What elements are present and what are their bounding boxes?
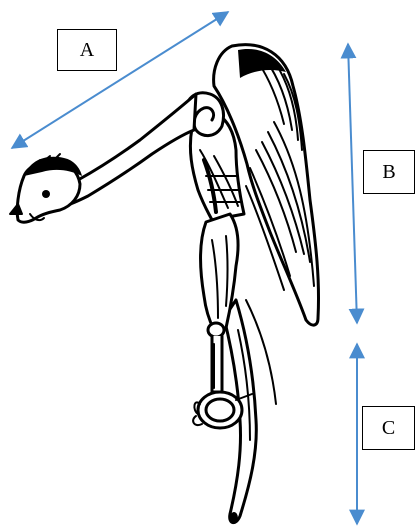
arrow-b — [348, 44, 357, 323]
label-b: B — [363, 150, 415, 194]
label-a: A — [57, 29, 117, 71]
head-drawing — [10, 94, 196, 222]
label-c: C — [362, 406, 415, 450]
